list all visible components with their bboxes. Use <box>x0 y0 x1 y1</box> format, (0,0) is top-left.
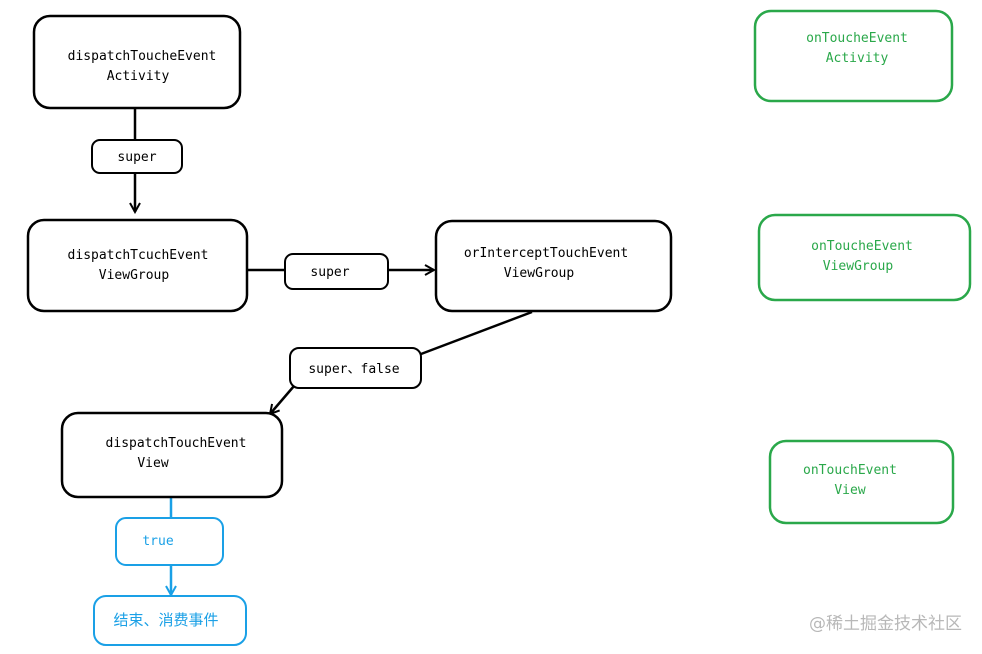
node-ontouch-view-line2: View <box>834 483 865 498</box>
edge-label-true-text: true <box>142 534 173 549</box>
node-intercept-viewgroup-line2: ViewGroup <box>504 266 575 281</box>
node-dispatch-view-line2: View <box>137 456 168 471</box>
node-dispatch-viewgroup: dispatchTcuchEvent ViewGroup <box>26 218 249 313</box>
node-dispatch-view-line1: dispatchTouchEvent <box>106 436 247 451</box>
node-ontouch-activity: onToucheEvent Activity <box>753 9 954 103</box>
node-dispatch-view: dispatchTouchEvent View <box>60 411 284 499</box>
edge-label-super-1: super <box>91 139 183 174</box>
node-dispatch-activity-line1: dispatchToucheEvent <box>68 49 217 64</box>
node-dispatch-activity: dispatchToucheEvent Activity <box>32 14 242 110</box>
edge-label-super-1-text: super <box>117 150 156 165</box>
node-intercept-viewgroup-line1: orInterceptTouchEvent <box>464 246 628 261</box>
edge-label-super-false-text: super、false <box>308 362 399 377</box>
node-ontouch-viewgroup-line1: onToucheEvent <box>811 239 913 254</box>
node-ontouch-viewgroup-line2: ViewGroup <box>823 259 894 274</box>
edge-label-super-2-text: super <box>310 265 349 280</box>
connector-intercept-to-view-lower <box>270 385 295 414</box>
edge-label-true: true <box>115 517 224 566</box>
node-ontouch-activity-line2: Activity <box>826 51 889 66</box>
node-intercept-viewgroup: orInterceptTouchEvent ViewGroup <box>434 219 673 313</box>
node-ontouch-view-line1: onTouchEvent <box>803 463 897 478</box>
edge-label-super-2: super <box>284 253 389 290</box>
node-ontouch-view: onTouchEvent View <box>768 439 955 525</box>
watermark: @稀土掘金技术社区 <box>809 614 962 634</box>
node-dispatch-viewgroup-line1: dispatchTcuchEvent <box>68 248 209 263</box>
connector-intercept-to-view-upper <box>420 310 533 356</box>
node-dispatch-viewgroup-line2: ViewGroup <box>99 268 170 283</box>
node-end-consume: 结束、消费事件 <box>93 595 247 646</box>
node-ontouch-viewgroup: onToucheEvent ViewGroup <box>757 213 972 302</box>
node-end-consume-text: 结束、消费事件 <box>113 611 218 629</box>
node-dispatch-activity-line2: Activity <box>107 69 170 84</box>
edge-label-super-false: super、false <box>289 347 422 389</box>
node-ontouch-activity-line1: onToucheEvent <box>806 31 908 46</box>
